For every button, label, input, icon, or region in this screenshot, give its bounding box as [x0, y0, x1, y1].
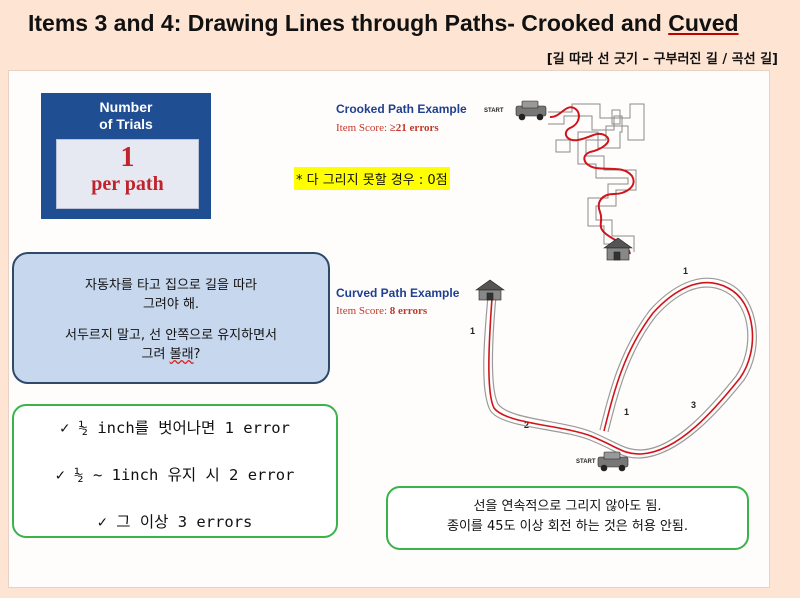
crooked-score-prefix: Item Score: — [336, 122, 390, 134]
trials-count-card: 1 per path — [56, 139, 199, 209]
rule-item: ✓ ½ inch를 벗어나면 1 error — [60, 419, 290, 437]
error-mark: 1 — [624, 407, 630, 417]
curved-start-label: START — [576, 459, 596, 465]
crooked-house-icon — [603, 237, 633, 261]
trials-count: 1 — [120, 142, 135, 173]
trials-card: Number of Trials 1 per path — [41, 93, 211, 219]
speech-line1: 자동차를 타고 집으로 길을 따라 — [84, 278, 257, 293]
crooked-path-maze — [548, 103, 645, 258]
crooked-drawn-line — [549, 106, 635, 255]
crooked-start-car-icon — [515, 100, 547, 121]
error-mark: 1 — [683, 266, 689, 276]
page-subtitle: [길 따라 선 긋기 – 구부러진 길 / 곡선 길] — [546, 52, 778, 67]
error-mark: 3 — [691, 400, 697, 410]
error-mark: 1 — [470, 326, 476, 336]
speech-line4a: 그려 — [141, 347, 170, 362]
title-tail-text: Cuved — [668, 10, 739, 36]
bottom-note-line2: 종이를 45도 이상 회전 하는 것은 허용 안됨. — [447, 519, 688, 534]
speech-line3: 서두르지 말고, 선 안쪽으로 유지하면서 — [64, 328, 278, 343]
zero-score-note: * 다 그리지 못할 경우 : 0점 — [294, 167, 450, 190]
trials-heading: Number of Trials — [41, 99, 211, 133]
crooked-score-value: ≥21 errors — [389, 122, 439, 134]
crooked-start-label: START — [484, 108, 504, 114]
scoring-rules-box: ✓ ½ inch를 벗어나면 1 error ✓ ½ ~ 1inch 유지 시 … — [12, 404, 338, 538]
trials-heading-line2: of Trials — [99, 116, 153, 132]
crooked-example-score: Item Score: ≥21 errors — [336, 122, 439, 134]
bottom-note-line1: 선을 연속적으로 그리지 않아도 됨. — [473, 499, 662, 514]
page-title: Items 3 and 4: Drawing Lines through Pat… — [28, 10, 739, 37]
speech-line4c: ? — [193, 347, 201, 362]
rule-item: ✓ 그 이상 3 errors — [97, 513, 253, 531]
rule-item: ✓ ½ ~ 1inch 유지 시 2 error — [55, 466, 295, 484]
crooked-example-title: Crooked Path Example — [336, 102, 467, 116]
curved-example-score: Item Score: 8 errors — [336, 305, 427, 317]
speech-line4b: 볼래 — [169, 347, 194, 362]
title-main-text: Items 3 and 4: Drawing Lines through Pat… — [28, 10, 669, 36]
curved-house-icon — [475, 279, 505, 301]
curved-start-car-icon — [597, 451, 629, 472]
bottom-note-box: 선을 연속적으로 그리지 않아도 됨. 종이를 45도 이상 회전 하는 것은 … — [386, 486, 749, 550]
trials-heading-line1: Number — [99, 99, 153, 115]
curved-score-value: 8 errors — [389, 305, 428, 317]
curved-score-prefix: Item Score: — [336, 305, 390, 317]
speech-line2: 그려야 해. — [142, 297, 200, 312]
curved-example-title: Curved Path Example — [336, 286, 460, 300]
curved-drawn-line — [488, 282, 754, 455]
curved-path-road — [483, 277, 757, 459]
error-mark: 2 — [524, 420, 530, 430]
trials-unit: per path — [91, 173, 164, 195]
